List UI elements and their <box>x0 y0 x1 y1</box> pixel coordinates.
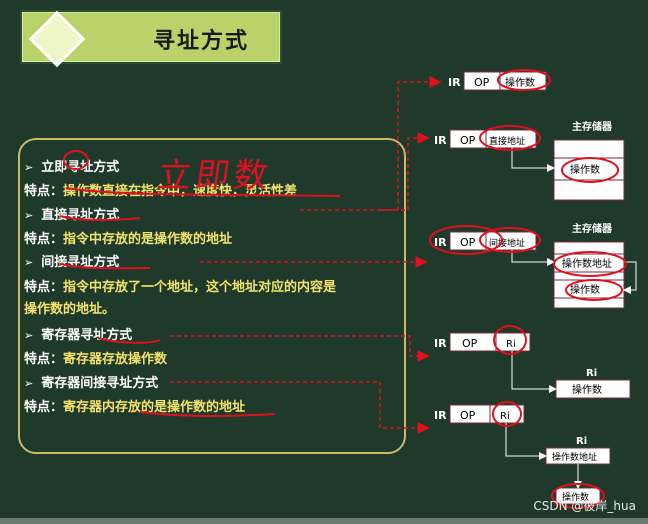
item-5-desc-label: 特点： <box>24 400 64 415</box>
item-5-desc-text: 寄存器内存放的是操作数的地址 <box>63 400 246 415</box>
d4-ri: Ri <box>506 339 516 350</box>
bullet-arrow-icon: ➢ <box>24 256 34 269</box>
item-4-desc-text: 寄存器存放操作数 <box>63 352 168 367</box>
diagram-direct: IR OP 直接地址 主存储器 操作数 <box>434 120 625 201</box>
page-title: 寻址方式 <box>153 29 250 54</box>
d1-operand: 操作数 <box>505 76 535 89</box>
item-4-desc: 特点：寄存器存放操作数 <box>24 348 167 367</box>
item-5-desc: 特点：寄存器内存放的是操作数的地址 <box>24 396 245 415</box>
item-3-desc-text2: 操作数的地址。 <box>24 302 116 317</box>
d5-op: OP <box>460 409 476 422</box>
item-3-heading: 间接寻址方式 <box>41 255 120 270</box>
watermark: CSDN @彼岸_hua <box>533 499 636 513</box>
title-bar: 寻址方式 <box>22 10 280 68</box>
d2-operand: 操作数 <box>570 163 600 176</box>
item-2-desc-label: 特点： <box>24 232 64 247</box>
diagram-register: IR OP Ri Ri 操作数 <box>434 332 631 399</box>
d5-ri-label: Ri <box>576 436 587 447</box>
item-3-desc-text: 指令中存放了一个地址，这个地址对应的内容是 <box>63 280 337 295</box>
d5-ir: IR <box>434 409 447 422</box>
d5-operand-addr: 操作数地址 <box>552 451 597 463</box>
item-3-desc-label: 特点： <box>24 280 64 295</box>
d2-ir: IR <box>434 134 447 147</box>
d3-memory-label: 主存储器 <box>572 222 613 235</box>
item-5-heading-line: ➢ 寄存器间接寻址方式 <box>24 372 158 391</box>
bullet-arrow-icon: ➢ <box>24 161 34 174</box>
d4-ri-label: Ri <box>586 368 597 379</box>
bullet-arrow-icon: ➢ <box>24 329 34 342</box>
item-2-desc: 特点：指令中存放的是操作数的地址 <box>24 228 232 247</box>
item-4-heading-line: ➢ 寄存器寻址方式 <box>24 324 132 343</box>
d3-operand: 操作数 <box>570 283 600 296</box>
bullet-arrow-icon: ➢ <box>24 209 34 222</box>
d2-op: OP <box>460 134 476 147</box>
content-panel <box>18 138 406 454</box>
red-annotations <box>59 69 627 509</box>
diagram-indirect: IR OP 间接地址 主存储器 操作数地址 操作数 <box>434 222 637 309</box>
d4-operand: 操作数 <box>572 383 602 396</box>
diagram-immediate: IR OP 操作数 <box>448 71 547 91</box>
d3-ir: IR <box>434 236 447 249</box>
d2-memory-label: 主存储器 <box>572 120 613 133</box>
item-2-desc-text: 指令中存放的是操作数的地址 <box>63 232 233 247</box>
bullet-arrow-icon: ➢ <box>24 377 34 390</box>
d5-ri: Ri <box>500 411 510 422</box>
diagram-register-indirect: IR OP Ri Ri 操作数地址 操作数 <box>434 404 611 505</box>
d3-operand-addr: 操作数地址 <box>562 257 612 270</box>
d1-op: OP <box>474 76 490 89</box>
d5-operand: 操作数 <box>562 491 589 503</box>
bottom-strip <box>0 518 648 524</box>
item-4-heading: 寄存器寻址方式 <box>41 328 133 343</box>
item-1-desc-label: 特点： <box>24 184 64 199</box>
item-5-heading: 寄存器间接寻址方式 <box>41 376 159 391</box>
d3-indirect-addr: 间接地址 <box>489 237 525 249</box>
item-3-heading-line: ➢ 间接寻址方式 <box>24 251 119 270</box>
d3-op: OP <box>460 236 476 249</box>
red-connectors <box>170 76 442 434</box>
d2-direct-addr: 直接地址 <box>489 135 525 147</box>
d1-ir: IR <box>448 76 461 89</box>
d4-ir: IR <box>434 337 447 350</box>
item-3-desc: 特点：指令中存放了一个地址，这个地址对应的内容是 <box>24 276 336 295</box>
d4-op: OP <box>462 337 478 350</box>
item-4-desc-label: 特点： <box>24 352 64 367</box>
item-3-desc-cont: 操作数的地址。 <box>24 298 115 317</box>
